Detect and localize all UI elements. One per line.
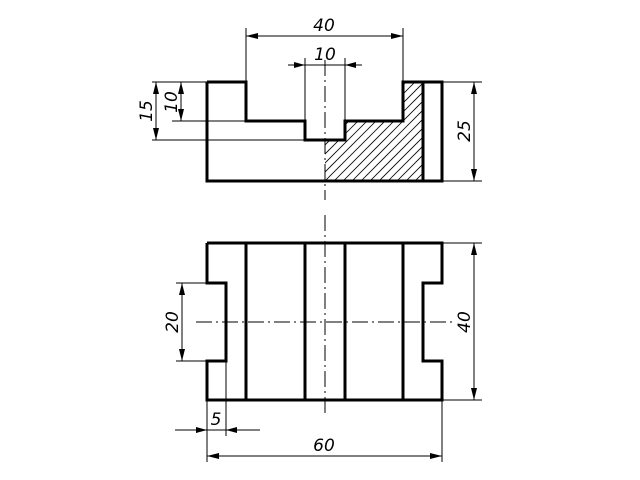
- dimension-40-right: 40: [442, 242, 482, 401]
- hatch-line: [325, 82, 423, 181]
- dimension-10-slot: 10: [288, 45, 362, 121]
- dimension-label-10-height: 10: [162, 91, 182, 113]
- front-view: [205, 0, 632, 200]
- hatch-line: [325, 82, 399, 181]
- section-hatching: [325, 0, 632, 200]
- hatch-line: [325, 82, 408, 181]
- hatch-line: [359, 82, 423, 181]
- dimension-10-height: 10: [162, 82, 246, 122]
- top-view: [196, 215, 456, 415]
- hatch-line: [325, 82, 381, 181]
- dimension-label-40-top: 40: [313, 16, 335, 36]
- dimension-label-5: 5: [211, 410, 222, 430]
- dimension-label-20: 20: [163, 311, 183, 333]
- dimension-label-10-slot: 10: [314, 45, 336, 65]
- hatch-line: [422, 82, 423, 181]
- dimension-25: 25: [442, 81, 482, 182]
- hatch-line: [325, 82, 423, 181]
- dimension-label-40-right: 40: [455, 311, 475, 333]
- hatch-line: [325, 82, 390, 181]
- dimension-label-25: 25: [455, 120, 475, 142]
- dimension-60: 60: [206, 400, 443, 462]
- dimension-40-top: 40: [245, 16, 404, 82]
- dimension-15: 15: [137, 81, 305, 141]
- hatch-line: [325, 82, 423, 181]
- hatch-line: [332, 82, 423, 181]
- hatch-line: [395, 82, 423, 181]
- hatch-line: [386, 82, 423, 181]
- hatch-line: [325, 82, 423, 181]
- hatch-line: [413, 82, 423, 181]
- hatch-line: [325, 82, 423, 181]
- hatch-line: [325, 82, 423, 181]
- dimension-label-60: 60: [313, 436, 335, 456]
- hatch-line: [404, 82, 423, 181]
- hatch-line: [368, 82, 423, 181]
- dimension-20: 20: [163, 282, 207, 362]
- hatch-line: [341, 82, 423, 181]
- hatch-line: [377, 82, 423, 181]
- hatch-line: [432, 0, 632, 200]
- hatch-line: [325, 82, 423, 181]
- dimension-label-15: 15: [137, 100, 157, 122]
- hatch-line: [350, 82, 423, 181]
